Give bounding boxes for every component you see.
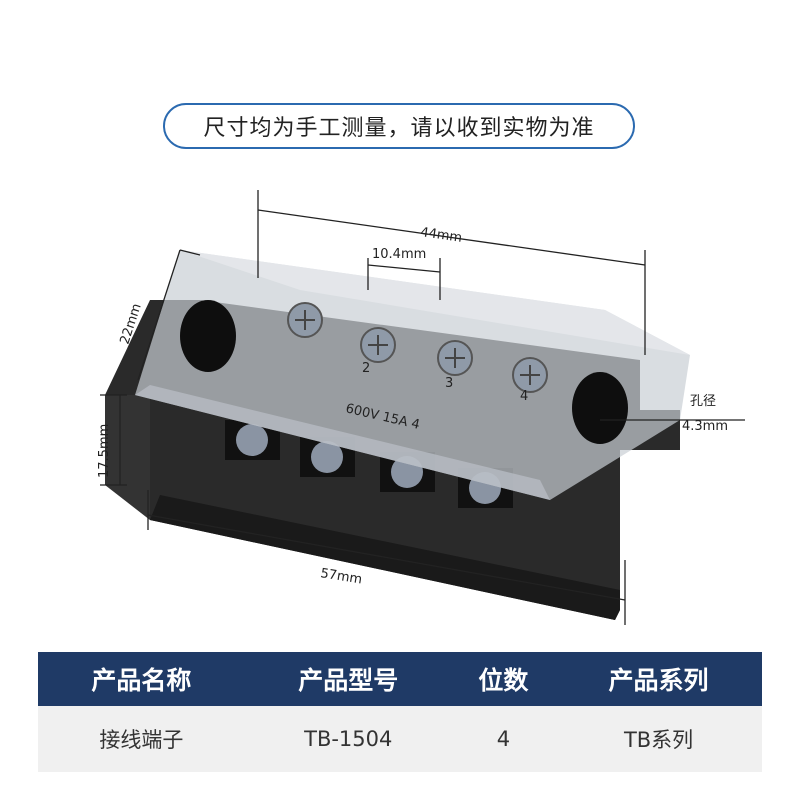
measurement-notice: 尺寸均为手工测量，请以收到实物为准 bbox=[163, 103, 635, 149]
header-series: 产品系列 bbox=[555, 652, 762, 706]
cell-model: TB-1504 bbox=[244, 706, 452, 772]
mounting-hole-right bbox=[572, 372, 628, 444]
cell-product-name: 接线端子 bbox=[38, 706, 245, 772]
dimension-lines bbox=[100, 190, 745, 625]
mounting-hole-left bbox=[180, 300, 236, 372]
hole-size: 4.3mm bbox=[682, 419, 728, 434]
table-row: 接线端子 TB-1504 4 TB系列 bbox=[38, 706, 762, 772]
spec-table-header-row: 产品名称 产品型号 位数 产品系列 bbox=[38, 652, 762, 706]
dim-height: 17.5mm bbox=[97, 424, 112, 478]
cell-series: TB系列 bbox=[555, 706, 762, 772]
header-product-name: 产品名称 bbox=[38, 652, 245, 706]
product-image: 2 3 4 600V 15A 4 44mm 10.4mm 22mm 17.5mm bbox=[0, 170, 800, 630]
header-model: 产品型号 bbox=[244, 652, 452, 706]
cell-positions: 4 bbox=[451, 706, 556, 772]
terminal-number-3: 3 bbox=[445, 376, 453, 391]
dim-pitch: 10.4mm bbox=[372, 247, 426, 262]
hole-label: 孔径 bbox=[690, 394, 716, 409]
top-screws bbox=[287, 302, 548, 393]
terminal-number-4: 4 bbox=[520, 389, 528, 404]
dim-length: 57mm bbox=[319, 566, 363, 587]
spec-table: 产品名称 产品型号 位数 产品系列 接线端子 TB-1504 4 TB系列 bbox=[38, 652, 762, 772]
header-positions: 位数 bbox=[451, 652, 556, 706]
dim-width-top: 44mm bbox=[419, 225, 463, 246]
terminal-number-2: 2 bbox=[362, 361, 370, 376]
